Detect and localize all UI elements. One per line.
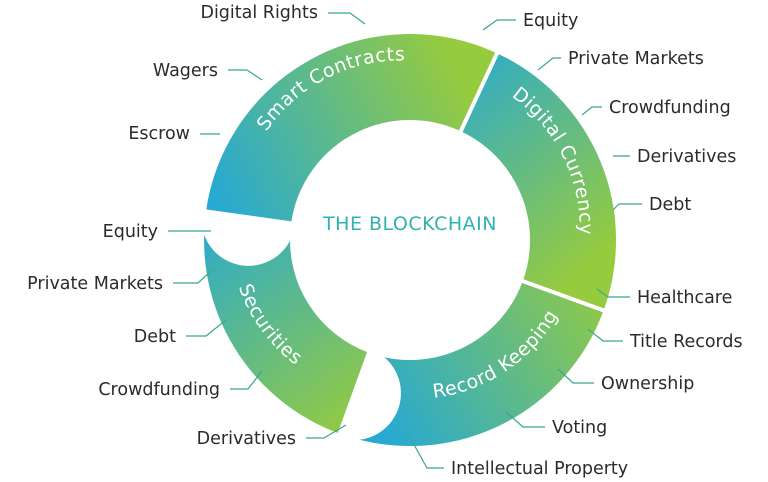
leader-record-keeping-intellectual-property	[406, 431, 444, 469]
leader-digital-currency-private-markets	[537, 57, 561, 71]
leader-smart-contracts-wagers	[228, 69, 263, 81]
leader-record-keeping-title-records	[587, 328, 623, 342]
item-record-keeping-healthcare: Healthcare	[637, 288, 732, 308]
item-securities-derivatives: Derivatives	[197, 429, 296, 449]
leader-digital-currency-equity	[482, 19, 516, 31]
leader-securities-private-markets	[173, 269, 213, 284]
leader-securities-derivatives	[306, 424, 347, 439]
segment-record-keeping	[338, 277, 609, 451]
item-labels: Digital RightsWagersEscrowEquityPrivate …	[27, 3, 743, 479]
item-securities-debt: Debt	[134, 327, 176, 347]
leader-securities-debt	[186, 319, 227, 337]
item-record-keeping-title-records: Title Records	[629, 332, 743, 352]
item-record-keeping-voting: Voting	[552, 418, 607, 438]
item-digital-currency-equity: Equity	[523, 11, 578, 31]
item-record-keeping-ownership: Ownership	[601, 374, 694, 394]
item-digital-currency-debt: Debt	[649, 195, 691, 215]
leader-securities-crowdfunding	[230, 370, 263, 390]
leader-smart-contracts-digital-rights	[328, 12, 366, 25]
item-smart-contracts-escrow: Escrow	[128, 124, 190, 144]
item-smart-contracts-wagers: Wagers	[153, 61, 218, 81]
item-securities-crowdfunding: Crowdfunding	[98, 380, 220, 400]
ring-segments	[200, 30, 621, 451]
leader-record-keeping-ownership	[557, 368, 594, 384]
segment-securities	[200, 214, 373, 439]
item-smart-contracts-digital-rights: Digital Rights	[200, 3, 318, 23]
leader-lines	[168, 12, 642, 469]
leader-digital-currency-crowdfunding	[581, 106, 602, 116]
center-title: THE BLOCKCHAIN	[322, 213, 497, 235]
leader-record-keeping-voting	[505, 411, 545, 428]
leader-record-keeping-healthcare	[596, 288, 630, 298]
item-securities-private-markets: Private Markets	[27, 274, 163, 294]
item-record-keeping-intellectual-property: Intellectual Property	[451, 459, 628, 479]
item-digital-currency-private-markets: Private Markets	[568, 49, 704, 69]
item-digital-currency-crowdfunding: Crowdfunding	[609, 98, 731, 118]
item-securities-equity: Equity	[103, 222, 158, 242]
leader-digital-currency-debt	[612, 203, 642, 211]
item-digital-currency-derivatives: Derivatives	[637, 147, 736, 167]
